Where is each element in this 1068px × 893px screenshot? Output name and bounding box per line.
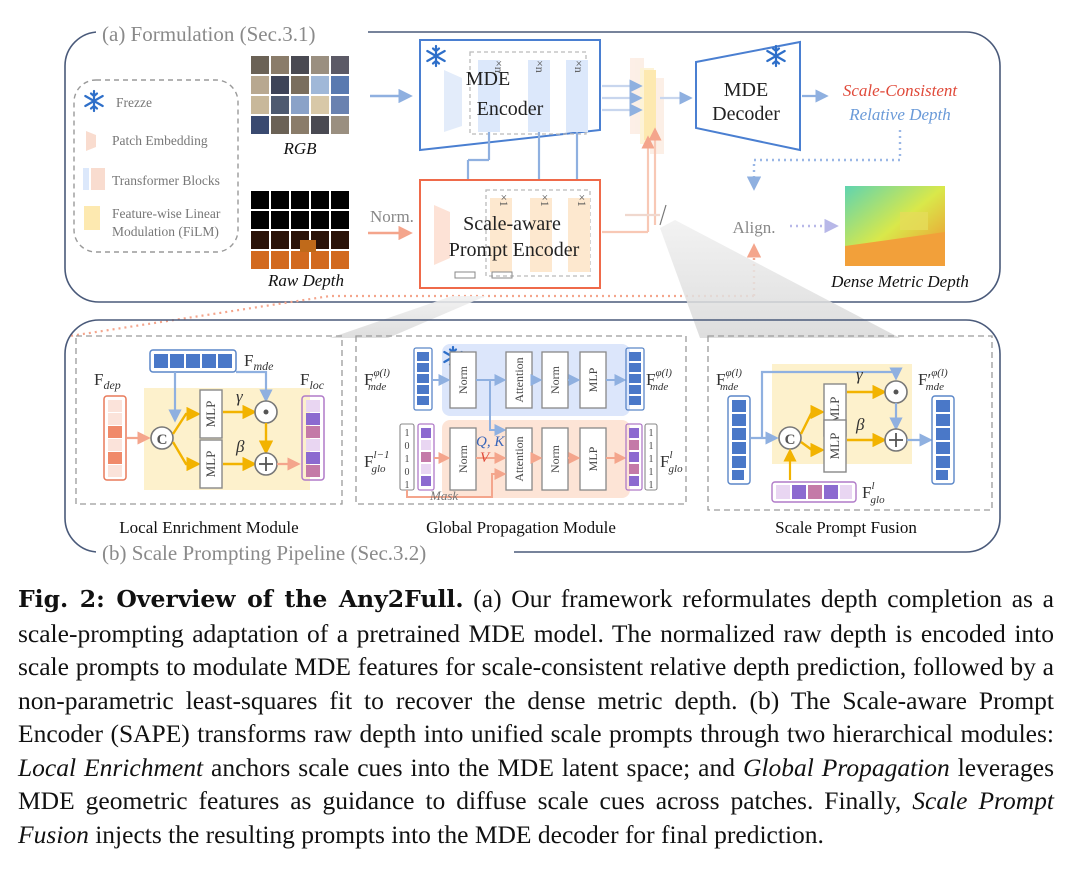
svg-text:×1: ×1 [497,194,511,207]
global-propagation-module: Fφ(l)mde Norm Attention Norm MLP [356,336,686,537]
local-enrichment-module: Fmde Fdep C MLP MLP γ β [76,336,342,537]
mde-encoder: MDE Encoder ×n ×n ×n [420,40,600,150]
gpm-f-mde-in: Fφ(l)mde [364,367,390,393]
relative-depth-label: Relative Depth [848,105,951,124]
section-b-pipeline: (b) Scale Prompting Pipeline (Sec.3.2) F… [65,320,1000,565]
svg-text:Q, K: Q, K [476,434,505,450]
figure-caption: Fig. 2: Overview of the Any2Full. (a) Ou… [18,582,1054,851]
lem-f-loc: Floc [300,370,325,392]
lem-f-mde: Fmde [244,351,274,373]
legend-film-1: Feature-wise Linear [112,206,221,221]
svg-text:1: 1 [649,467,654,478]
overview-figure: (a) Formulation (Sec.3.1) Frezze Patch E… [0,0,1068,575]
scale-prompt-fusion: Fφ(l)mde C MLP MLP γ β [708,336,992,537]
svg-text:×1: ×1 [575,194,589,207]
svg-text:1: 1 [405,454,410,465]
svg-text:×1: ×1 [538,194,552,207]
svg-text:Mask: Mask [429,488,458,503]
decoder-title-1: MDE [724,79,768,101]
prompt-encoder-title-1: Scale-aware [463,213,561,235]
prompt-encoder-title-2: Prompt Encoder [449,239,580,261]
svg-text:Norm: Norm [456,444,470,473]
section-a-title: (a) Formulation (Sec.3.1) [102,22,315,46]
legend: Frezze Patch Embedding Transformer Block… [74,80,238,252]
lem-f-dep: Fdep [94,370,121,392]
legend-patch: Patch Embedding [112,133,208,148]
gpm-caption: Global Propagation Module [426,518,616,537]
align-label: Align. [733,218,776,237]
svg-text:MLP: MLP [203,401,218,428]
svg-text:0: 0 [405,441,410,452]
svg-text:C: C [157,432,168,448]
mde-decoder: MDE Decoder [696,42,800,150]
caption-label: Fig. 2: Overview of the Any2Full. [18,585,464,613]
svg-text:×n: ×n [572,60,586,73]
rgb-image [250,55,350,135]
svg-text:Attention: Attention [512,436,526,481]
encoder-title-2: Encoder [477,98,544,120]
f-dep-token-column [104,396,126,480]
dense-metric-depth-label: Dense Metric Depth [830,272,969,291]
legend-freeze: Frezze [116,95,152,110]
svg-text:MLP: MLP [203,451,218,478]
svg-text:Norm: Norm [548,444,562,473]
svg-text:β: β [235,437,245,456]
svg-text:0: 0 [405,467,410,478]
svg-text:1: 1 [649,441,654,452]
svg-text:Attention: Attention [512,357,526,402]
legend-transformer: Transformer Blocks [112,173,220,188]
dense-metric-depth-image [845,186,945,266]
svg-text:1: 1 [405,428,410,439]
lem-caption: Local Enrichment Module [119,518,298,537]
legend-film-2: Modulation (FiLM) [112,224,219,239]
section-a-formulation: (a) Formulation (Sec.3.1) Frezze Patch E… [65,20,1000,336]
rgb-label: RGB [282,139,317,158]
svg-text:β: β [855,415,865,434]
svg-text:C: C [785,432,796,448]
gpm-f-mde-out: Fφ(l)mde [646,367,672,393]
patch-embedding-icon [86,131,96,151]
svg-text:1: 1 [649,480,654,491]
svg-text:MLP: MLP [586,367,600,392]
spf-f-mde-in: Fφ(l)mde [716,367,742,393]
scale-aware-prompt-encoder: Scale-aware Prompt Encoder ×1 ×1 ×1 [420,180,600,288]
svg-text:Norm: Norm [456,365,470,394]
svg-text:1: 1 [649,428,654,439]
svg-text:1: 1 [405,480,410,491]
spf-caption: Scale Prompt Fusion [775,518,917,537]
raw-depth-label: Raw Depth [267,271,344,290]
svg-text:Norm: Norm [548,365,562,394]
decoder-title-2: Decoder [712,103,780,125]
spf-f-mde-out: F′φ(l)mde [918,367,948,393]
film-icon [84,206,100,230]
svg-text:1: 1 [649,454,654,465]
svg-text:MLP: MLP [827,433,842,460]
raw-depth-image [251,191,349,269]
transformer-block-icon [83,168,89,190]
f-mde-token-row [150,350,236,372]
svg-text:×n: ×n [533,60,547,73]
svg-text:MLP: MLP [586,446,600,471]
scale-consistent-label: Scale-Consistent [843,81,959,100]
section-b-title: (b) Scale Prompting Pipeline (Sec.3.2) [102,541,426,565]
freeze-icon [85,91,102,111]
norm-label: Norm. [370,207,414,226]
svg-text:×n: ×n [492,60,506,73]
